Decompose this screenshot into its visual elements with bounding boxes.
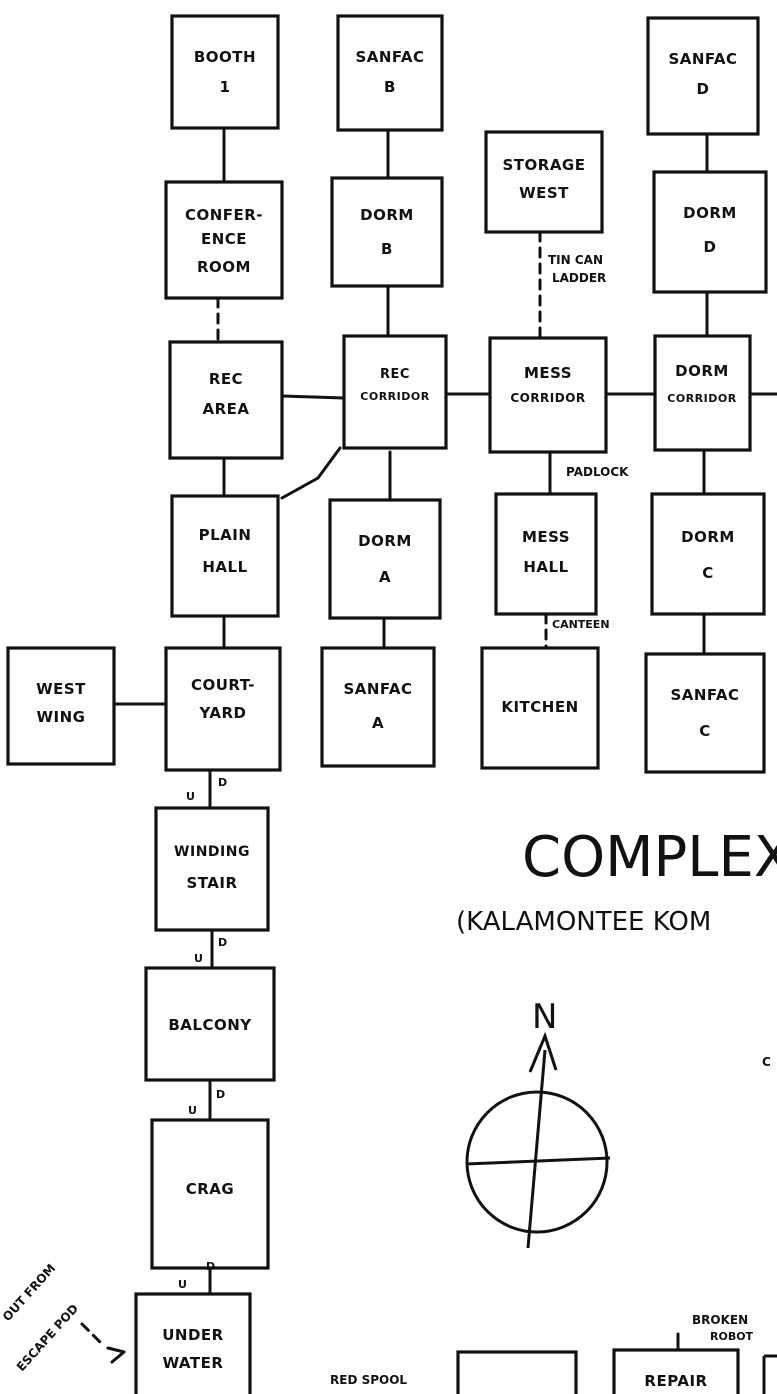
label-down: D: [218, 776, 227, 789]
room-sanfac-d: SANFAC D: [646, 16, 760, 136]
svg-text:CORRIDOR: CORRIDOR: [510, 391, 585, 405]
map-subtitle: (KALAMONTEE KOM: [456, 907, 711, 937]
label-down: D: [218, 936, 227, 949]
svg-text:SANFAC: SANFAC: [668, 50, 737, 68]
svg-text:DORM: DORM: [360, 206, 414, 224]
label-broken-robot-2: ROBOT: [710, 1330, 754, 1343]
svg-text:WATER: WATER: [163, 1354, 224, 1372]
room-booth-1: BOOTH 1: [170, 14, 280, 130]
label-out-from: OUT FROM: [0, 1261, 58, 1324]
svg-text:REPAIR: REPAIR: [644, 1372, 707, 1390]
room-kitchen: KITCHEN: [480, 646, 600, 770]
room-conference-room: CONFER- ENCE ROOM: [164, 180, 284, 300]
svg-text:WINDING: WINDING: [174, 844, 250, 860]
svg-text:C: C: [699, 722, 711, 740]
svg-text:WING: WING: [37, 708, 86, 726]
svg-text:D: D: [697, 80, 710, 98]
label-down: D: [206, 1260, 215, 1273]
svg-text:HALL: HALL: [202, 558, 247, 576]
svg-text:C: C: [702, 564, 714, 582]
connections: [80, 126, 777, 1364]
svg-text:B: B: [381, 240, 393, 258]
room-balcony: BALCONY: [144, 966, 276, 1082]
svg-text:DORM: DORM: [683, 204, 737, 222]
room-dorm-b: DORM B: [330, 176, 444, 288]
svg-text:YARD: YARD: [198, 704, 246, 722]
room-mess-hall: MESS HALL: [494, 492, 598, 616]
svg-text:PLAIN: PLAIN: [199, 526, 252, 544]
room-unnamed-bottom: [456, 1350, 578, 1394]
svg-text:D: D: [704, 238, 717, 256]
label-escape-pod: ESCAPE POD: [14, 1301, 81, 1374]
label-tin-can-ladder-2: LADDER: [552, 271, 606, 285]
svg-text:1: 1: [220, 78, 231, 96]
room-west-wing: WEST WING: [6, 646, 116, 766]
svg-text:MESS: MESS: [522, 528, 570, 546]
svg-text:REC: REC: [209, 370, 243, 388]
svg-text:B: B: [384, 78, 396, 96]
label-down: D: [216, 1088, 225, 1101]
svg-text:BALCONY: BALCONY: [168, 1016, 252, 1034]
map-title: COMPLEX: [522, 825, 777, 890]
svg-text:WEST: WEST: [36, 680, 86, 698]
room-storage-west: STORAGE WEST: [484, 130, 604, 234]
svg-text:A: A: [372, 714, 384, 732]
svg-text:MESS: MESS: [524, 364, 572, 382]
room-sanfac-a: SANFAC A: [320, 646, 436, 768]
room-dorm-a: DORM A: [328, 498, 442, 620]
svg-text:ENCE: ENCE: [201, 230, 247, 248]
compass-icon: [465, 1031, 611, 1249]
room-winding-stair: WINDING STAIR: [154, 806, 270, 932]
room-sanfac-b: SANFAC B: [336, 14, 444, 132]
svg-text:ROOM: ROOM: [197, 258, 251, 276]
label-canteen: CANTEEN: [552, 618, 610, 631]
room-dorm-corridor: DORM CORRIDOR: [653, 334, 752, 452]
room-dorm-c: DORM C: [650, 492, 766, 616]
svg-text:DORM: DORM: [681, 528, 735, 546]
label-broken-robot-1: BROKEN: [692, 1313, 748, 1327]
svg-text:STORAGE: STORAGE: [502, 156, 585, 174]
svg-text:SANFAC: SANFAC: [670, 686, 739, 704]
room-rec-corridor: REC CORRIDOR: [342, 334, 448, 450]
svg-text:A: A: [379, 568, 391, 586]
room-underwater: UNDER WATER: [134, 1292, 252, 1394]
svg-text:DORM: DORM: [358, 532, 412, 550]
room-sanfac-c: SANFAC C: [644, 652, 766, 774]
room-dorm-d: DORM D: [652, 170, 768, 294]
label-up: U: [178, 1278, 187, 1291]
room-rec-area: REC AREA: [168, 340, 284, 460]
room-partial-edge: [762, 1354, 777, 1394]
label-partial-c: C: [762, 1055, 771, 1069]
label-up: U: [194, 952, 203, 965]
svg-text:AREA: AREA: [202, 400, 249, 418]
label-up: U: [188, 1104, 197, 1117]
room-repair: REPAIR: [612, 1348, 740, 1394]
label-up: U: [186, 790, 195, 803]
svg-text:STAIR: STAIR: [186, 874, 237, 892]
svg-text:KITCHEN: KITCHEN: [501, 698, 578, 716]
svg-text:HALL: HALL: [523, 558, 568, 576]
svg-text:WEST: WEST: [519, 184, 569, 202]
compass-north-label: N: [532, 997, 557, 1037]
svg-text:COURT-: COURT-: [191, 676, 255, 694]
svg-text:SANFAC: SANFAC: [343, 680, 412, 698]
label-red-spool: RED SPOOL: [330, 1373, 407, 1387]
svg-text:CONFER-: CONFER-: [185, 206, 263, 224]
room-mess-corridor: MESS CORRIDOR: [488, 336, 608, 454]
label-padlock: PADLOCK: [566, 465, 629, 479]
svg-text:DORM: DORM: [675, 362, 729, 380]
svg-text:CRAG: CRAG: [186, 1180, 234, 1198]
svg-text:CORRIDOR: CORRIDOR: [360, 390, 429, 403]
svg-text:SANFAC: SANFAC: [355, 48, 424, 66]
room-crag: CRAG: [150, 1118, 270, 1270]
svg-text:UNDER: UNDER: [162, 1326, 223, 1344]
room-courtyard: COURT- YARD: [164, 646, 282, 772]
svg-text:REC: REC: [380, 367, 410, 382]
svg-text:BOOTH: BOOTH: [194, 48, 256, 66]
room-plain-hall: PLAIN HALL: [170, 494, 280, 618]
label-tin-can-ladder-1: TIN CAN: [548, 253, 603, 267]
svg-text:CORRIDOR: CORRIDOR: [667, 392, 736, 405]
